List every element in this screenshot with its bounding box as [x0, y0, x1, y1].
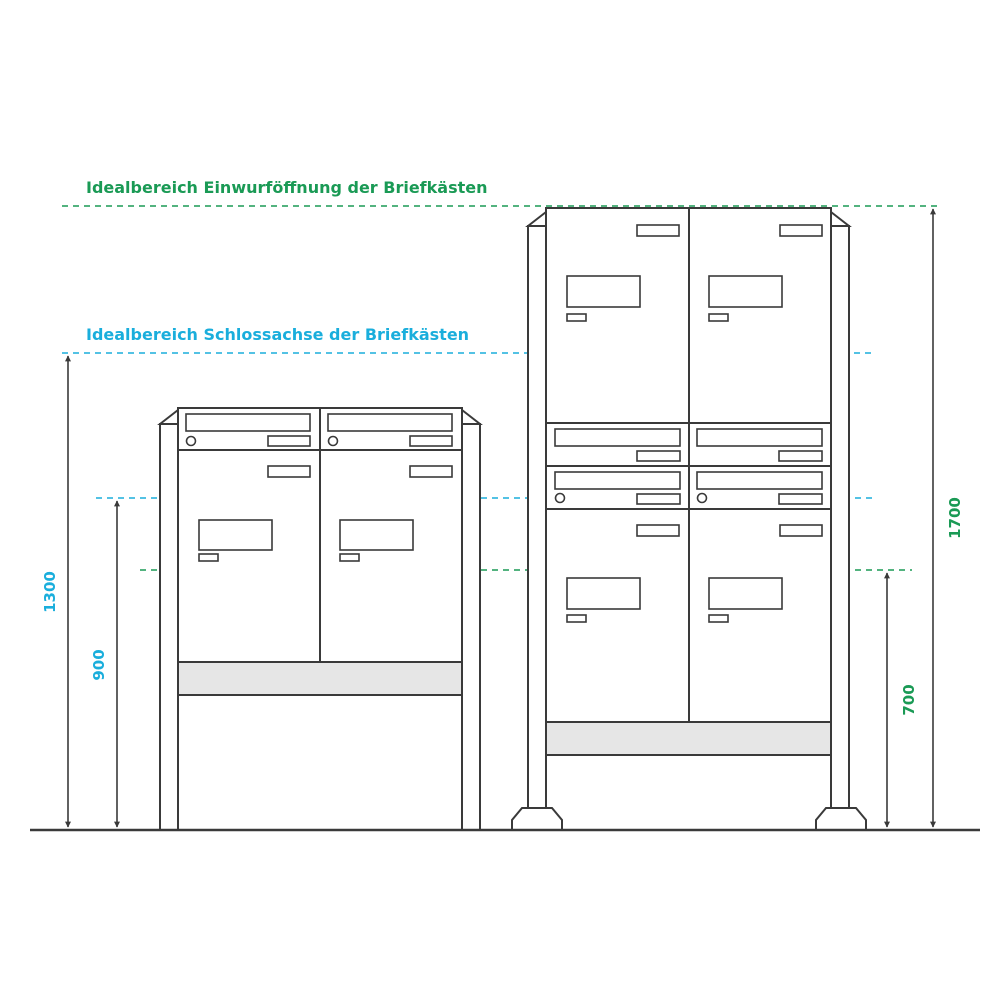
left-unit-door-lock-2 — [339, 553, 360, 562]
dimension-label-1700: 1700 — [946, 497, 964, 539]
left-unit-door-window-1 — [198, 519, 273, 551]
right-unit-lower-lock-1 — [566, 614, 587, 623]
right-unit-slot-2b — [696, 471, 823, 490]
left-unit-post-left — [159, 423, 179, 831]
left-unit-nameplate-top-2 — [409, 435, 453, 447]
dimension-label-900: 900 — [90, 649, 108, 680]
left-unit-post-right — [461, 423, 481, 831]
insert-zone-label: Idealbereich Einwurföffnung der Briefkäs… — [86, 178, 488, 197]
right-unit-lower-nameplate-2 — [779, 524, 823, 537]
left-unit-cap-left — [157, 407, 179, 425]
right-unit-slot-nameplate-1b — [778, 450, 823, 462]
right-unit-post-left — [527, 225, 547, 809]
left-unit-lock-1 — [185, 435, 197, 447]
right-unit-slot-2a — [554, 471, 681, 490]
right-unit-slot-nameplate-2a — [636, 493, 681, 505]
right-unit-upper-window-2 — [708, 275, 783, 308]
right-unit-lower-window-1 — [566, 577, 641, 610]
left-unit-slot-2 — [327, 413, 453, 432]
right-unit-lower-window-2 — [708, 577, 783, 610]
right-unit-upper-nameplate-1 — [636, 224, 680, 237]
left-mailbox-unit — [157, 407, 483, 831]
right-unit-upper-window-1 — [566, 275, 641, 308]
lock-zone-label: Idealbereich Schlossachse der Briefkäste… — [86, 325, 469, 344]
right-unit-lower-lock-2 — [708, 614, 729, 623]
right-unit-post-right — [830, 225, 850, 809]
left-unit-door-lock-1 — [198, 553, 219, 562]
left-unit-slot-1 — [185, 413, 311, 432]
right-unit-cap-right — [830, 209, 852, 227]
left-unit-door-nameplate-1 — [267, 465, 311, 478]
left-unit-base-band — [177, 661, 463, 696]
left-unit-nameplate-top-1 — [267, 435, 311, 447]
right-unit-lower-nameplate-1 — [636, 524, 680, 537]
right-mailbox-unit — [511, 207, 867, 831]
left-unit-cap-right — [461, 407, 483, 425]
right-unit-slot-lock-2b — [696, 492, 708, 504]
right-unit-cap-left — [525, 209, 547, 227]
right-unit-slot-1a — [554, 428, 681, 447]
right-unit-base-band — [545, 721, 832, 756]
left-unit-door-nameplate-2 — [409, 465, 453, 478]
right-unit-upper-nameplate-2 — [779, 224, 823, 237]
right-unit-upper-lock-1 — [566, 313, 587, 322]
left-unit-door-window-2 — [339, 519, 414, 551]
left-unit-lock-2 — [327, 435, 339, 447]
right-unit-slot-lock-2a — [554, 492, 566, 504]
right-unit-foot-right — [815, 807, 867, 831]
dimension-label-700: 700 — [900, 684, 918, 715]
right-unit-upper-lock-2 — [708, 313, 729, 322]
right-unit-slot-nameplate-1a — [636, 450, 681, 462]
right-unit-foot-left — [511, 807, 563, 831]
right-unit-slot-1b — [696, 428, 823, 447]
dimension-label-1300: 1300 — [41, 571, 59, 613]
right-unit-slot-nameplate-2b — [778, 493, 823, 505]
